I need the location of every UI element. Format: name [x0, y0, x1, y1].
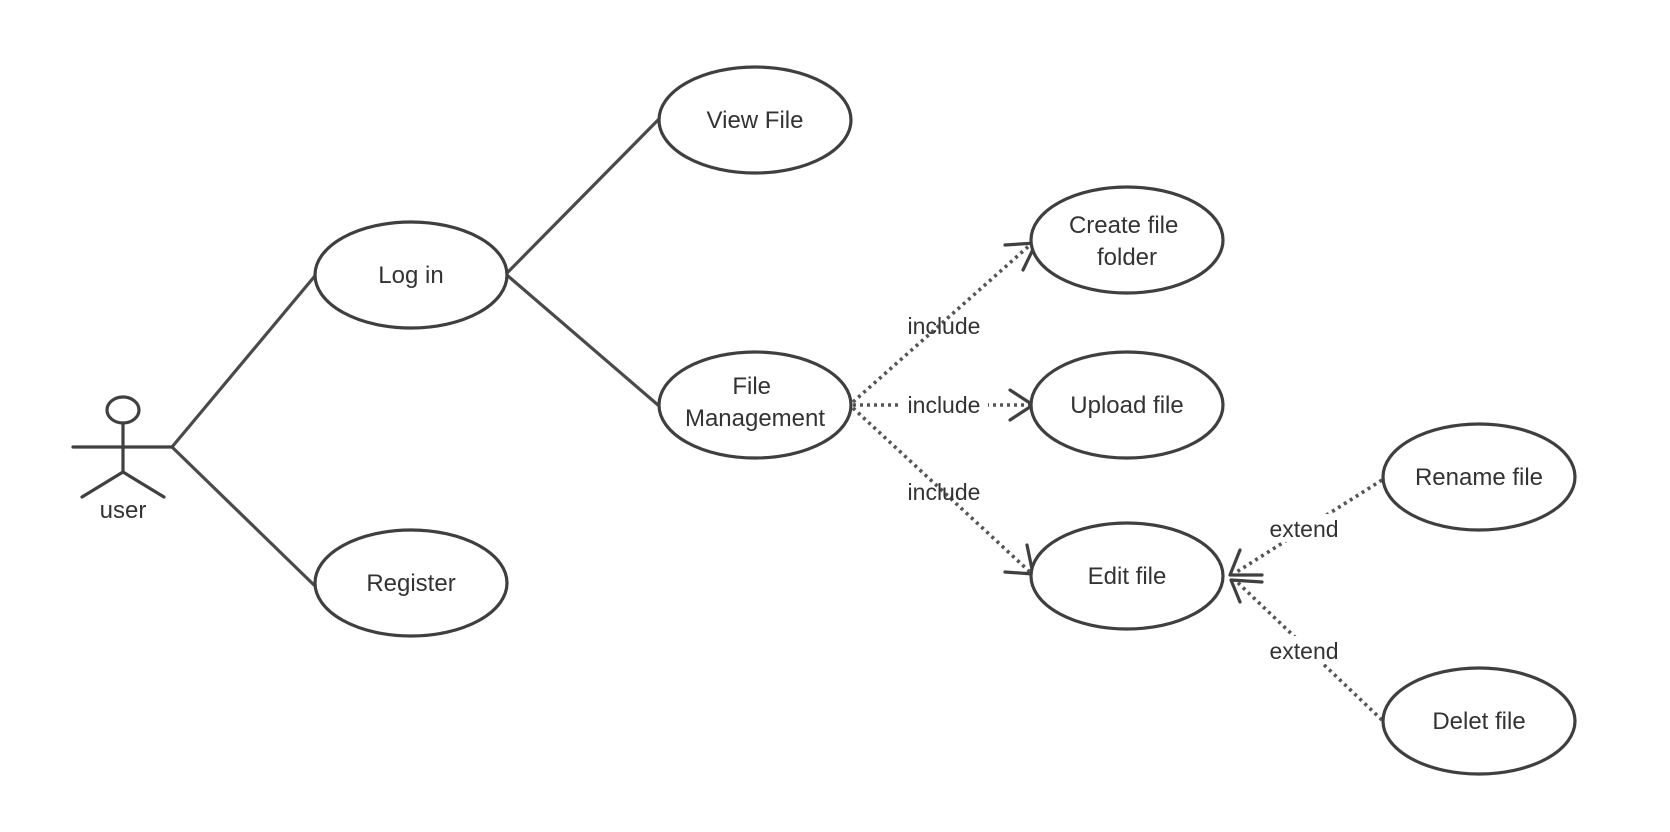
assoc-user-register [170, 445, 316, 587]
usecase-file-management-label: File Management [685, 373, 825, 432]
include-label-upload: include [908, 392, 981, 418]
usecase-file-management-line1: File [732, 373, 771, 400]
include-upload-label-bg [900, 390, 988, 418]
extend-delete-label-bg [1262, 636, 1346, 664]
usecase-rename-file: Rename file [1381, 422, 1577, 532]
include-line-create [851, 243, 1032, 404]
usecase-view-file-label: View File [707, 107, 804, 134]
usecase-delete-file: Delet file [1381, 666, 1577, 776]
usecase-upload-file: Upload file [1029, 350, 1225, 460]
usecase-delete-file-label: Delet file [1432, 708, 1525, 735]
usecase-register-label: Register [366, 570, 455, 597]
extend-rename-label-bg [1262, 514, 1346, 542]
actor-user-icon [71, 395, 174, 499]
usecase-upload-file-label: Upload file [1070, 392, 1183, 419]
usecase-create-folder-label: Create file folder [1069, 212, 1185, 271]
usecase-create-folder-line2: folder [1097, 244, 1157, 271]
assoc-login-filemanagement [506, 274, 660, 407]
extend-label-rename: extend [1269, 516, 1338, 542]
usecase-view-file: View File [657, 65, 853, 175]
extend-arrowhead-rename [1228, 548, 1264, 577]
extend-arrowhead-delete [1229, 578, 1264, 604]
assoc-user-login [170, 275, 316, 449]
assoc-login-viewfile [506, 118, 660, 274]
extend-label-delete: extend [1269, 638, 1338, 664]
include-label-edit: include [908, 479, 981, 505]
usecase-register: Register [313, 528, 509, 638]
usecase-login-label: Log in [378, 262, 443, 289]
usecase-rename-file-label: Rename file [1415, 464, 1543, 491]
usecase-file-management-line2: Management [685, 405, 825, 432]
usecase-file-management: File Management [657, 350, 853, 460]
usecase-edit-file: Edit file [1029, 521, 1225, 631]
actor-user-label: user [100, 497, 147, 524]
include-line-edit [851, 406, 1032, 574]
usecase-create-folder: Create file folder [1029, 185, 1225, 295]
include-label-create: include [908, 313, 981, 339]
usecase-login: Log in [313, 220, 509, 330]
usecase-create-folder-line1: Create file [1069, 212, 1178, 239]
usecase-edit-file-label: Edit file [1088, 563, 1167, 590]
extend-line-delete [1233, 578, 1384, 722]
